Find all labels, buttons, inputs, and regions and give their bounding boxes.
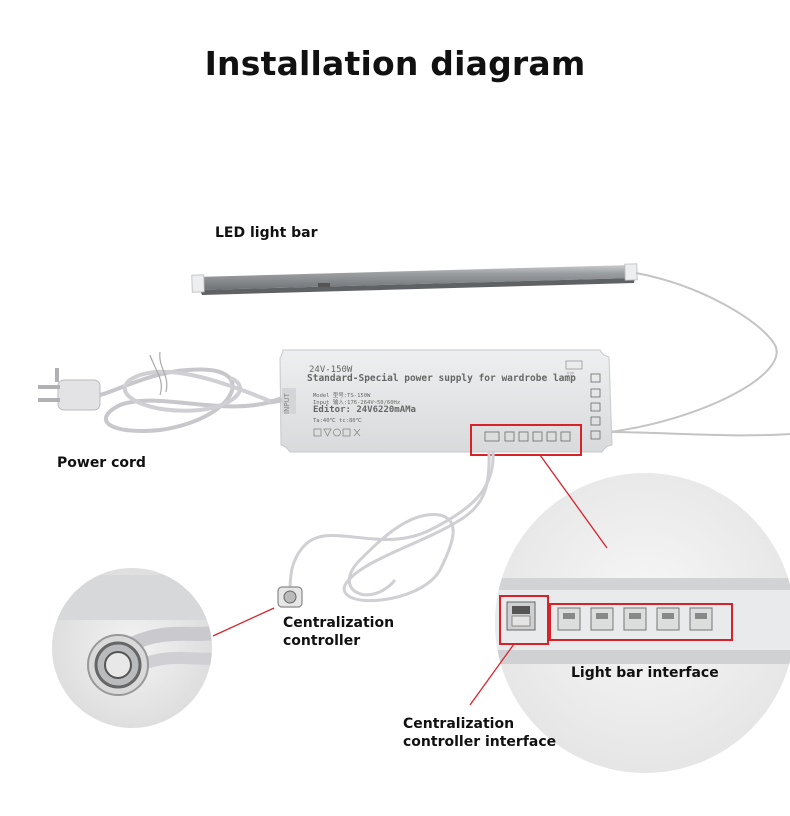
psu-bottom-ports xyxy=(484,431,571,442)
label-centralization-controller: Centralization controller xyxy=(283,614,394,650)
power-cord xyxy=(38,351,283,433)
power-supply: INPUT 24V-150W Standard-Special power su… xyxy=(279,349,613,456)
light-bar-cable-lead xyxy=(609,431,790,437)
leader-lines xyxy=(212,454,608,706)
label-light-bar-interface: Light bar interface xyxy=(571,665,719,681)
controller-cable-lead xyxy=(288,451,495,593)
label-centralization-controller-line2: controller xyxy=(283,633,361,649)
label-led-light-bar: LED light bar xyxy=(215,225,318,241)
psu-certification-icons xyxy=(313,428,361,437)
psu-right-ports xyxy=(590,373,601,440)
psu-editor: Editor: 24V6220mAMa xyxy=(313,404,416,415)
controller-cable xyxy=(342,451,491,603)
label-centralization-controller-line1: Centralization xyxy=(283,615,395,631)
psu-model: Model 型号:TS-150W xyxy=(313,391,371,399)
controller-interface-highlight xyxy=(499,595,549,645)
label-power-cord: Power cord xyxy=(57,455,146,471)
ports-closeup xyxy=(495,473,790,773)
psu-ports-highlight xyxy=(470,424,582,456)
psu-port-caption: 主控 xyxy=(566,370,574,376)
diagram-title: Installation diagram xyxy=(204,44,586,83)
label-controller-interface: Centralization controller interface xyxy=(403,715,556,751)
light-bar-cable xyxy=(609,272,778,433)
centralization-controller xyxy=(277,586,303,608)
label-controller-interface-line1: Centralization xyxy=(403,716,515,732)
light-bar-interface-highlight xyxy=(549,603,733,641)
psu-rating: 24V-150W xyxy=(309,365,353,375)
psu-temp: Ta:40℃ tc:80℃ xyxy=(313,418,363,424)
light-bar-ports-closeup xyxy=(557,607,713,631)
led-light-bar xyxy=(191,263,638,295)
label-controller-interface-line2: controller interface xyxy=(403,734,557,750)
psu-input: Input 输入:176-264V~50/60Hz xyxy=(313,398,400,406)
controller-closeup xyxy=(52,568,212,728)
psu-name: Standard-Special power supply for wardro… xyxy=(307,373,576,384)
psu-side-label: INPUT xyxy=(283,392,291,414)
